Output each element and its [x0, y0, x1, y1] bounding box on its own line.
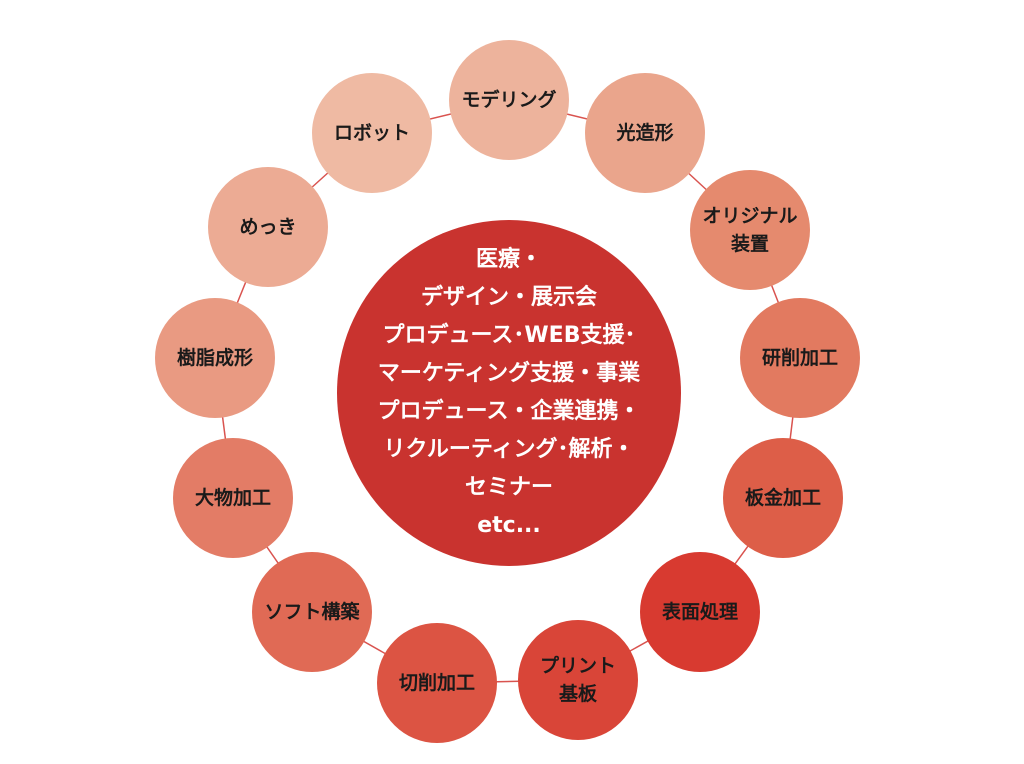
- service-node-label: モデリング: [461, 89, 557, 111]
- service-node: オリジナル装置: [690, 170, 810, 290]
- center-line: デザイン・展示会: [420, 285, 597, 310]
- service-node-label: 板金加工: [744, 487, 821, 509]
- service-node-label: 基板: [558, 683, 597, 705]
- service-node: めっき: [208, 167, 328, 287]
- service-node-label: オリジナル: [702, 205, 798, 227]
- center-line: etc...: [477, 513, 541, 538]
- service-node-label: プリント: [539, 655, 616, 677]
- service-node: 切削加工: [377, 623, 497, 743]
- service-node-label: 光造形: [616, 122, 674, 144]
- service-node-label: 大物加工: [194, 487, 271, 509]
- service-node: 表面処理: [640, 552, 760, 672]
- service-node-label: 樹脂成形: [176, 347, 253, 369]
- service-node-label: 表面処理: [661, 601, 738, 623]
- center-line: 医療・: [475, 247, 542, 272]
- service-node: 大物加工: [173, 438, 293, 558]
- service-node: 研削加工: [740, 298, 860, 418]
- service-node: ロボット: [312, 73, 432, 193]
- center-line: プロデュース･WEB支援･: [382, 323, 636, 348]
- center-circle: 医療・ デザイン・展示会 プロデュース･WEB支援･ マーケティング支援・事業 …: [337, 220, 681, 566]
- service-node-label: 装置: [730, 233, 769, 255]
- center-line: マーケティング支援・事業: [377, 361, 641, 386]
- service-node-label: ロボット: [333, 122, 410, 144]
- service-node-label: 研削加工: [761, 347, 838, 369]
- center-line: プロデュース・企業連携・: [377, 399, 641, 424]
- service-node: プリント基板: [518, 620, 638, 740]
- service-node-label: めっき: [239, 216, 297, 238]
- service-node-label: 切削加工: [398, 672, 475, 694]
- center-line: リクルーティング･解析・: [383, 437, 635, 462]
- service-node: モデリング: [449, 40, 569, 160]
- service-node-label: ソフト構築: [264, 601, 360, 623]
- service-node: ソフト構築: [252, 552, 372, 672]
- service-node: 樹脂成形: [155, 298, 275, 418]
- service-node: 光造形: [585, 73, 705, 193]
- service-node: 板金加工: [723, 438, 843, 558]
- center-line: セミナー: [464, 475, 553, 500]
